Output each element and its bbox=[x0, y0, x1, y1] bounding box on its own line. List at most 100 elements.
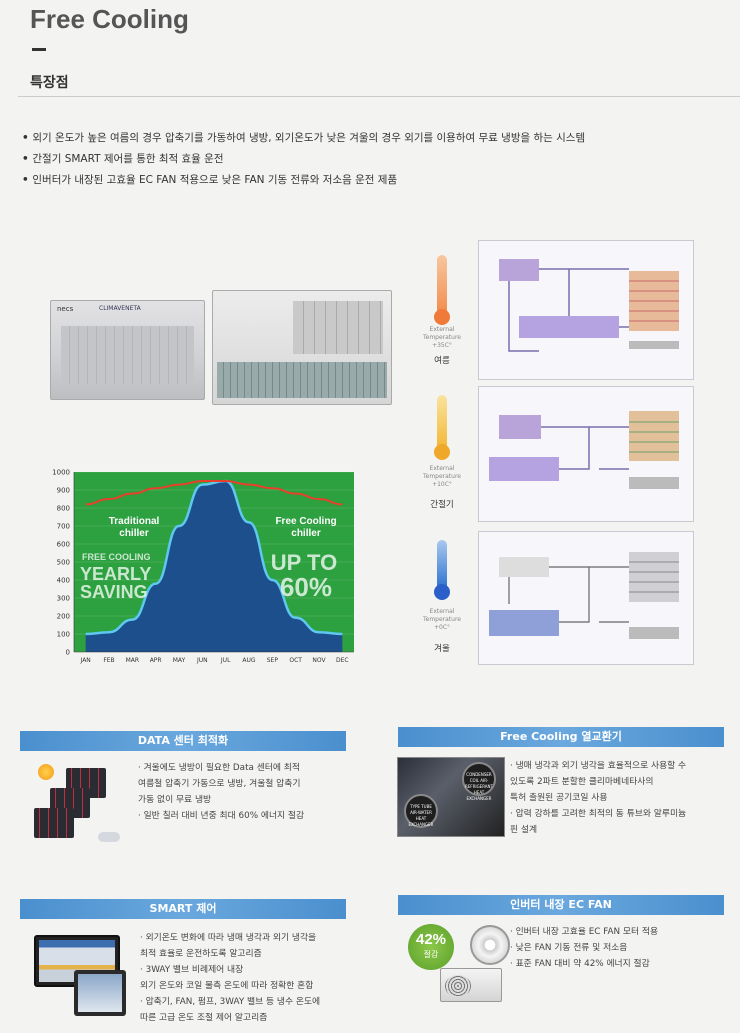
x-tick-label: AUG bbox=[242, 657, 255, 664]
x-tick-label: MAY bbox=[173, 657, 186, 664]
list-item: · 외기온도 변화에 따라 냉매 냉각과 외기 냉각을 bbox=[140, 933, 317, 943]
y-tick-label: 200 bbox=[57, 613, 70, 621]
feature-list: 외기 온도가 높은 여름의 경우 압축기를 가동하여 냉방, 외기온도가 낮은 … bbox=[22, 128, 585, 191]
saving-badge: 42% 절감 bbox=[408, 924, 454, 970]
series-label-freecooling: chiller bbox=[291, 528, 321, 539]
annotation-upto: 60% bbox=[280, 572, 332, 602]
y-tick-label: 0 bbox=[66, 649, 70, 657]
system-diagram-winter bbox=[478, 531, 694, 665]
heat-exchanger-list: · 냉매 냉각과 외기 냉각을 효율적으로 사용할 수 있도록 2파트 분할한 … bbox=[510, 758, 686, 838]
temp-line: External bbox=[429, 326, 455, 333]
heat-exchanger-photo: TYPE TUBE AIR-WATER HEAT EXCHANGER CONDE… bbox=[397, 757, 505, 837]
banner-smart: SMART 제어 bbox=[20, 899, 346, 919]
temp-line: External bbox=[429, 465, 455, 472]
x-tick-label: JUL bbox=[220, 657, 231, 664]
list-item: · 3WAY 밸브 비례제어 내장 bbox=[140, 965, 244, 975]
list-item: · 압력 강하를 고려한 최적의 동 튜브와 알루미늄 bbox=[510, 809, 687, 819]
season-summer: 여름 bbox=[434, 356, 450, 366]
list-item: 따른 고급 온도 조절 제어 알고리즘 bbox=[140, 1013, 268, 1023]
thermometer-summer-icon bbox=[434, 255, 450, 325]
banner-heat-exchanger: Free Cooling 열교환기 bbox=[398, 727, 724, 747]
free-cooling-line bbox=[85, 479, 343, 636]
ec-fan-icon bbox=[470, 925, 510, 965]
traditional-line bbox=[85, 480, 343, 506]
thermometer-winter-icon bbox=[434, 540, 450, 600]
list-item: 최적 효율로 운전하도록 알고리즘 bbox=[140, 949, 262, 959]
x-tick-label: FEB bbox=[103, 657, 114, 664]
feature-item: 간절기 SMART 제어를 통한 최적 효율 운전 bbox=[22, 149, 585, 170]
list-item: · 표준 FAN 대비 약 42% 에너지 절감 bbox=[510, 959, 650, 969]
free-cooling-area bbox=[85, 481, 343, 652]
diagram-svg bbox=[489, 552, 679, 639]
saving-badge-label: 절감 bbox=[423, 950, 439, 959]
temp-line: Temperature bbox=[422, 473, 461, 480]
sun-icon bbox=[38, 764, 54, 780]
temp-line: Temperature bbox=[422, 616, 461, 623]
x-tick-label: JAN bbox=[80, 657, 91, 664]
datacenter-illustration bbox=[28, 760, 128, 845]
temp-line: +0C° bbox=[433, 624, 451, 631]
x-tick-label: OCT bbox=[289, 657, 302, 664]
list-item: 여름철 압축기 가동으로 냉방, 겨울철 압축기 bbox=[138, 779, 301, 789]
list-item: · 겨울에도 냉방이 필요한 Data 센터에 최적 bbox=[138, 763, 300, 773]
temp-label-midseason: External Temperature +10C° bbox=[407, 465, 477, 489]
chiller-grille bbox=[293, 301, 383, 354]
banner-ecfan: 인버터 내장 EC FAN bbox=[398, 895, 724, 915]
y-tick-label: 100 bbox=[57, 631, 70, 639]
x-tick-label: SEP bbox=[267, 657, 279, 664]
page-title: Free Cooling bbox=[30, 4, 189, 34]
annotation-yearly: YEARLY bbox=[80, 564, 151, 584]
x-tick-label: APR bbox=[150, 657, 162, 664]
annotation-upto: UP TO bbox=[271, 550, 337, 575]
temp-line: External bbox=[429, 608, 455, 615]
list-item: · 인버터 내장 고효율 EC FAN 모터 적용 bbox=[510, 927, 659, 937]
title-dash bbox=[32, 48, 46, 51]
cloud-icon bbox=[98, 832, 120, 842]
thermometer-midseason-icon bbox=[434, 395, 450, 460]
thermometer-bulb bbox=[434, 444, 450, 460]
diagram-svg bbox=[489, 411, 679, 489]
list-item: · 낮은 FAN 기동 전류 및 저소음 bbox=[510, 943, 628, 953]
series-label-traditional: Traditional bbox=[109, 516, 160, 527]
datacenter-list: · 겨울에도 냉방이 필요한 Data 센터에 최적 여름철 압축기 가동으로 … bbox=[138, 760, 304, 824]
thermometer-bulb bbox=[434, 309, 450, 325]
chiller-base bbox=[217, 362, 387, 398]
chiller-photo-left: necs CLIMAVENETA bbox=[50, 300, 205, 400]
brand-necs: necs bbox=[57, 305, 74, 313]
list-item: · 일반 칠러 대비 년중 최대 60% 에너지 절감 bbox=[138, 811, 305, 821]
coil-badge: CONDENSER COIL AIR-REFRIGERANT HEAT EXCH… bbox=[462, 762, 496, 801]
system-diagram-midseason bbox=[478, 386, 694, 522]
saving-badge-value: 42% bbox=[415, 931, 447, 948]
list-item: 가동 없이 무료 냉방 bbox=[138, 795, 212, 805]
list-item: · 압축기, FAN, 펌프, 3WAY 밸브 등 냉수 온도에 bbox=[140, 997, 321, 1007]
temp-label-winter: External Temperature +0C° bbox=[407, 608, 477, 632]
tablet-icon bbox=[74, 970, 126, 1016]
chiller-grille bbox=[61, 326, 194, 384]
annotation-yearly: FREE COOLING bbox=[82, 552, 151, 562]
x-tick-label: NOV bbox=[312, 657, 326, 664]
feature-item: 인버터가 내장된 고효율 EC FAN 적용으로 낮은 FAN 기동 전류와 저… bbox=[22, 170, 585, 191]
y-tick-label: 900 bbox=[57, 487, 70, 495]
temp-label-summer: External Temperature +35C° bbox=[407, 326, 477, 350]
system-diagram-summer bbox=[478, 240, 694, 380]
diagram-svg bbox=[499, 259, 679, 352]
tube-badge: TYPE TUBE AIR-WATER HEAT EXCHANGER bbox=[404, 794, 438, 828]
thermometer-bulb bbox=[434, 584, 450, 600]
y-tick-label: 500 bbox=[57, 559, 70, 567]
list-item: 외기 온도와 코일 물측 온도에 따라 정확한 혼합 bbox=[140, 981, 314, 991]
list-item: 핀 설계 bbox=[510, 825, 538, 835]
series-label-traditional: chiller bbox=[119, 528, 149, 539]
y-tick-label: 300 bbox=[57, 595, 70, 603]
outdoor-unit-icon bbox=[440, 968, 502, 1002]
x-tick-label: DEC bbox=[336, 657, 349, 664]
feature-item: 외기 온도가 높은 여름의 경우 압축기를 가동하여 냉방, 외기온도가 낮은 … bbox=[22, 128, 585, 149]
season-midseason: 간절기 bbox=[430, 500, 454, 510]
y-tick-label: 400 bbox=[57, 577, 70, 585]
ecfan-list: · 인버터 내장 고효율 EC FAN 모터 적용 · 낮은 FAN 기동 전류… bbox=[510, 924, 658, 972]
list-item: 있도록 2파트 분할한 클리마베네타사의 bbox=[510, 777, 654, 787]
y-tick-label: 800 bbox=[57, 505, 70, 513]
section-title: 특장점 bbox=[30, 75, 69, 91]
x-tick-label: JUN bbox=[196, 657, 208, 664]
list-item: 특허 출원된 공기코일 사용 bbox=[510, 793, 608, 803]
